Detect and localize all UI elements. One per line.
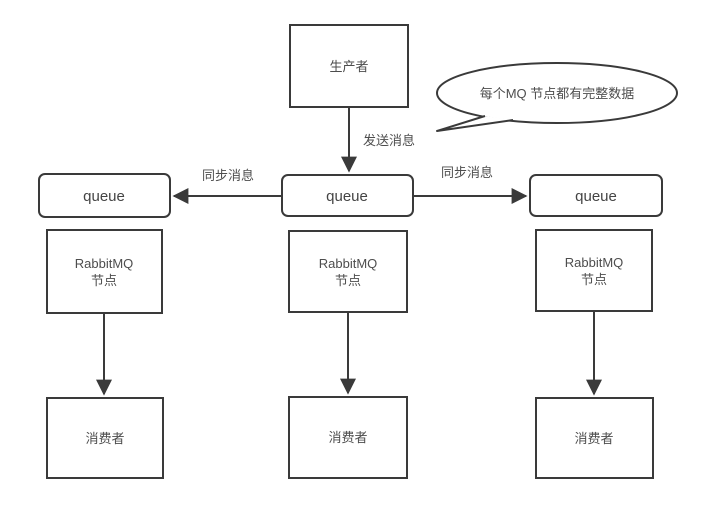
consumer-box-center [288, 396, 408, 479]
consumer-label-left: 消费者 [85, 431, 124, 446]
rabbitmq-node-line2-left: 节点 [91, 273, 117, 288]
consumer-label-center: 消费者 [328, 430, 367, 445]
rabbitmq-node-box-center [288, 230, 408, 313]
rabbitmq-node-line2-center: 节点 [335, 273, 361, 288]
callout-tail [436, 115, 514, 132]
rabbitmq-node-line1-left: RabbitMQ [75, 256, 134, 271]
queue-label-left: queue [83, 188, 125, 205]
queue-box-center [281, 174, 414, 217]
callout-text: 每个MQ 节点都有完整数据 [480, 86, 635, 101]
producer-node: 生产者 [289, 24, 409, 108]
send-message-label: 发送消息 [363, 133, 415, 148]
producer-label: 生产者 [329, 59, 368, 74]
column-right: queue RabbitMQ 节点 消费者 [529, 174, 663, 479]
consumer-label-right: 消费者 [574, 431, 613, 446]
consumer-box-right [535, 397, 654, 479]
sync-message-right-label: 同步消息 [441, 165, 493, 180]
rabbitmq-node-line1-right: RabbitMQ [565, 255, 624, 270]
queue-box-right [529, 174, 663, 217]
rabbitmq-node-line1-center: RabbitMQ [319, 256, 378, 271]
callout-bubble: 每个MQ 节点都有完整数据 [436, 62, 678, 132]
queue-box-left [38, 173, 171, 218]
rabbitmq-node-box-right [535, 229, 653, 312]
column-left: queue RabbitMQ 节点 消费者 [38, 173, 171, 479]
producer-box [289, 24, 409, 108]
queue-label-right: queue [575, 188, 617, 205]
column-center: queue RabbitMQ 节点 消费者 [281, 174, 414, 479]
consumer-box-left [46, 397, 164, 479]
queue-label-center: queue [326, 188, 368, 205]
callout-ellipse [436, 62, 678, 124]
rabbitmq-node-box-left [46, 229, 163, 314]
rabbitmq-node-line2-right: 节点 [581, 272, 607, 287]
sync-message-left-label: 同步消息 [202, 168, 254, 183]
